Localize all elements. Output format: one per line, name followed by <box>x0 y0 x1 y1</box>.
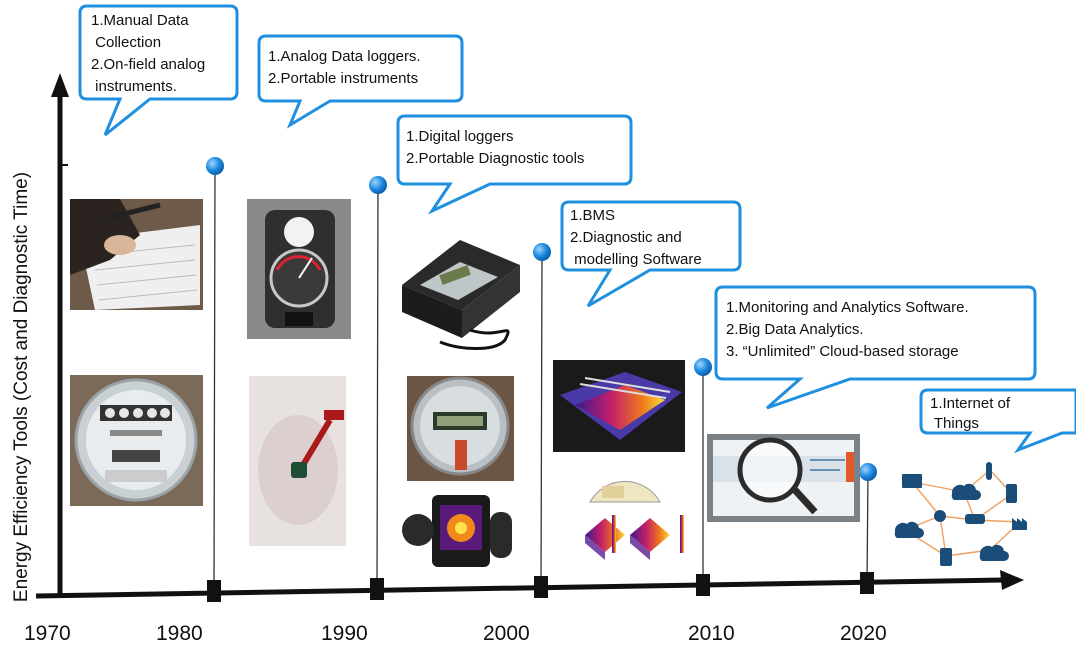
timeline-pin-5 <box>859 463 877 594</box>
heatmap-left <box>585 518 625 560</box>
timeline-pin-1 <box>206 157 224 602</box>
callout-line: 1.Internet of <box>930 395 1011 412</box>
tick-label-2010: 2010 <box>688 622 735 645</box>
probe-instrument-photo <box>249 376 346 546</box>
digital-electric-meter-photo <box>407 376 514 481</box>
callout-line: 1.Analog Data loggers. <box>268 48 421 65</box>
callout-line: 2.On-field analog <box>91 56 206 73</box>
callout-bubble-5 <box>714 285 1037 410</box>
thermal-camera-photo <box>398 490 523 572</box>
callout-text-4: 1.BMS 2.Diagnostic and modelling Softwar… <box>570 205 702 271</box>
timeline-pin-3 <box>533 243 551 598</box>
callout-bubble-3 <box>396 114 633 215</box>
callout-bubble-2 <box>257 34 464 129</box>
callout-line: Things <box>930 415 979 432</box>
tick-label-1990: 1990 <box>321 622 368 645</box>
callout-line: modelling Software <box>570 251 702 268</box>
timeline-pin-4 <box>694 358 712 596</box>
callout-line: 1.Digital loggers <box>406 128 514 145</box>
tick-label-1970: 1970 <box>24 622 71 645</box>
hand-writing-on-paper-photo <box>70 199 203 310</box>
callout-bubble-6 <box>919 388 1076 454</box>
callout-line: 1.BMS <box>570 207 616 224</box>
analytics-dashboard-magnifier-image <box>707 434 860 522</box>
tick-label-1980: 1980 <box>156 622 203 645</box>
analog-electric-meter-photo <box>70 375 203 506</box>
callout-line: 2.Portable Diagnostic tools <box>406 150 585 167</box>
callout-text-6: 1.Internet of Things <box>930 394 1010 434</box>
callout-bubble-1 <box>78 4 239 137</box>
callout-line: 3. “Unlimited” Cloud-based storage <box>726 343 959 360</box>
callout-line: 2.Portable instruments <box>268 70 419 87</box>
tick-label-2000: 2000 <box>483 622 530 645</box>
callout-text-2: 1.Analog Data loggers. 2.Portable instru… <box>268 46 421 90</box>
y-axis <box>51 73 69 596</box>
diagnostic-heatmap-plots-image <box>585 480 684 560</box>
callout-line: 2.Diagnostic and <box>570 229 682 246</box>
callout-line: instruments. <box>91 78 177 95</box>
timeline-pin-2 <box>369 176 387 600</box>
callout-line: 1.Manual Data <box>91 12 189 29</box>
y-axis-title: Energy Efficiency Tools (Cost and Diagno… <box>11 171 32 603</box>
tick-label-2020: 2020 <box>840 622 887 645</box>
iot-network-icons-image <box>894 462 1027 566</box>
heatmap-right <box>630 518 670 560</box>
analog-light-meter-photo <box>247 199 351 339</box>
callout-bubble-4 <box>560 200 742 308</box>
callout-line: 1.Monitoring and Analytics Software. <box>726 299 969 316</box>
portable-data-logger-case-photo <box>398 240 523 352</box>
callout-line: Collection <box>91 34 162 51</box>
callout-line: 2.Big Data Analytics. <box>726 321 864 338</box>
callout-text-5: 1.Monitoring and Analytics Software. 2.B… <box>726 297 969 363</box>
building-energy-simulation-image <box>553 360 685 452</box>
x-axis <box>35 570 1024 599</box>
callout-text-3: 1.Digital loggers 2.Portable Diagnostic … <box>406 126 584 170</box>
callout-text-1: 1.Manual Data Collection 2.On-field anal… <box>91 10 205 98</box>
